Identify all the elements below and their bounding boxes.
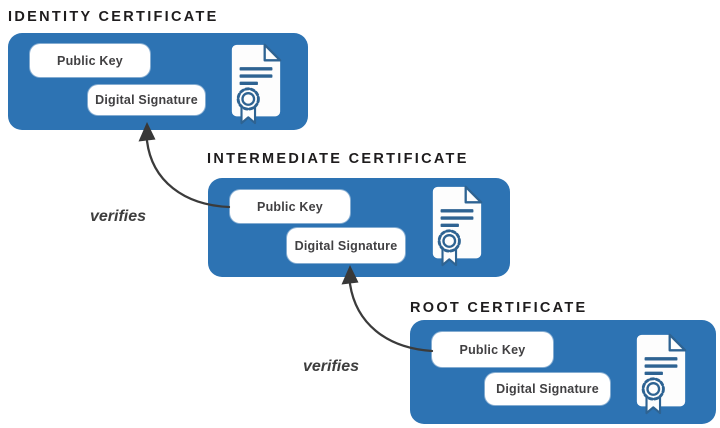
digital-signature-box: Digital Signature [88, 85, 205, 115]
public-key-label: Public Key [257, 199, 323, 214]
digital-signature-label: Digital Signature [496, 382, 599, 396]
digital-signature-box: Digital Signature [287, 228, 405, 263]
root-certificate-title: ROOT CERTIFICATE [410, 300, 588, 316]
identity-certificate-block: Public Key Digital Signature [8, 33, 308, 130]
identity-certificate-title: IDENTITY CERTIFICATE [8, 9, 219, 25]
root-certificate-block: Public Key Digital Signature [410, 320, 716, 424]
intermediate-certificate-block: Public Key Digital Signature [208, 178, 510, 277]
certificate-document-icon [636, 333, 687, 415]
public-key-box: Public Key [432, 332, 553, 367]
public-key-box: Public Key [230, 190, 350, 223]
public-key-box: Public Key [30, 44, 150, 77]
digital-signature-label: Digital Signature [294, 238, 398, 253]
verifies-label: verifies [303, 358, 360, 375]
certificate-document-icon [231, 43, 282, 125]
verifies-label: verifies [90, 208, 147, 225]
public-key-label: Public Key [459, 342, 526, 357]
certificate-document-icon [432, 185, 483, 267]
intermediate-certificate-title: INTERMEDIATE CERTIFICATE [207, 151, 469, 167]
digital-signature-label: Digital Signature [95, 93, 198, 107]
public-key-label: Public Key [57, 53, 123, 68]
digital-signature-box: Digital Signature [485, 373, 610, 405]
